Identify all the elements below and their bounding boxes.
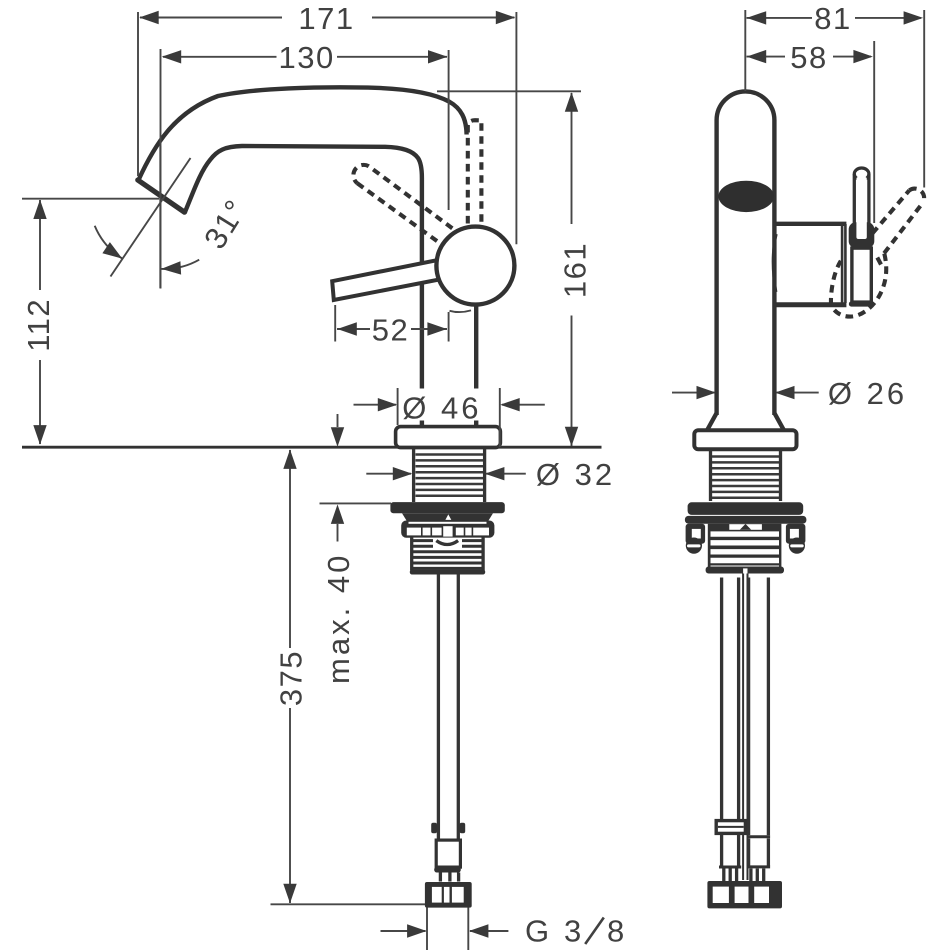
svg-text:52: 52: [372, 312, 409, 347]
svg-text:112: 112: [21, 298, 56, 352]
svg-text:171: 171: [298, 1, 354, 36]
svg-text:375: 375: [273, 650, 308, 706]
svg-text:Ø 26: Ø 26: [828, 376, 907, 411]
svg-text:Ø 32: Ø 32: [536, 457, 615, 492]
svg-text:58: 58: [790, 40, 827, 75]
svg-text:8: 8: [607, 914, 626, 949]
svg-text:3: 3: [564, 914, 583, 949]
svg-text:130: 130: [278, 40, 334, 75]
svg-text:G: G: [525, 914, 551, 949]
svg-text:161: 161: [557, 242, 592, 298]
svg-text:Ø 46: Ø 46: [402, 390, 481, 425]
svg-text:81: 81: [814, 1, 851, 36]
svg-text:max. 40: max. 40: [321, 553, 356, 684]
